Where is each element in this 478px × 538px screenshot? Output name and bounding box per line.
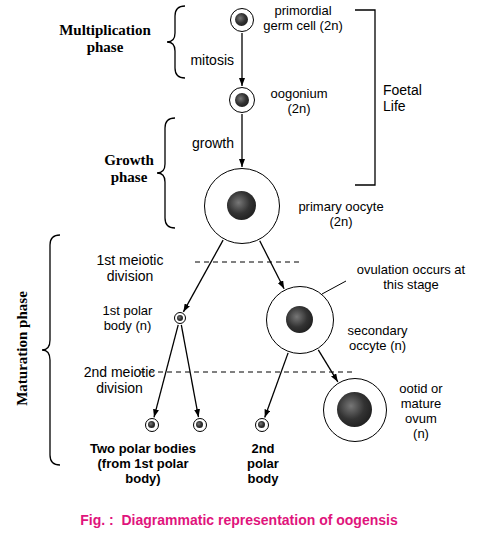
cell-circle: oogonium (2n) bbox=[229, 87, 255, 113]
cell-nucleus bbox=[235, 93, 249, 107]
figure-caption: Fig. : Diagrammatic representation of oo… bbox=[0, 512, 478, 528]
arrow-connector bbox=[241, 33, 242, 86]
edge-label: mitosis bbox=[170, 52, 234, 68]
cell-label: 1st polar body (n) bbox=[95, 303, 160, 333]
arrow-connector bbox=[183, 240, 223, 312]
period-label: Foetal Life bbox=[383, 82, 428, 114]
cell-nucleus bbox=[177, 315, 183, 321]
cell-label: secondary occyte (n) bbox=[345, 323, 410, 353]
maturation-brace bbox=[42, 235, 60, 465]
cell-nucleus bbox=[227, 191, 256, 220]
arrow-connector bbox=[318, 350, 338, 382]
cell-label: ootid or mature ovum (n) bbox=[396, 381, 446, 441]
cell-nucleus bbox=[196, 421, 203, 428]
cell-circle: primary oocyte (2n) bbox=[204, 168, 280, 244]
edge-label: growth bbox=[170, 135, 234, 151]
arrow-connector bbox=[181, 325, 198, 417]
arrow-connector bbox=[241, 114, 242, 167]
meiosis-divider bbox=[195, 262, 300, 263]
leader-line bbox=[322, 281, 346, 294]
cell-label: oogonium (2n) bbox=[264, 86, 334, 116]
cell-nucleus bbox=[286, 306, 313, 333]
cell-circle: primordial germ cell (2n) bbox=[230, 8, 254, 32]
arrow-connector bbox=[154, 325, 178, 418]
cell-circle: secondary occyte (n) bbox=[266, 286, 334, 354]
cell-label: primordial germ cell (2n) bbox=[263, 3, 343, 33]
cell-nucleus bbox=[235, 13, 248, 26]
cell-nucleus bbox=[337, 392, 372, 427]
arrow-connector bbox=[260, 241, 284, 289]
cell-label: primary oocyte (2n) bbox=[291, 199, 391, 229]
arrow-connector bbox=[265, 353, 288, 418]
multiplication-brace bbox=[167, 6, 185, 78]
foetal-bracket bbox=[355, 10, 375, 185]
growth-brace bbox=[157, 118, 175, 228]
phase-label: Multiplication phase bbox=[45, 22, 165, 56]
division-label: 1st meiotic division bbox=[75, 252, 185, 284]
cell-circle bbox=[193, 418, 207, 432]
cell-circle: 1st polar body (n) bbox=[174, 312, 186, 324]
cell-nucleus bbox=[148, 421, 155, 428]
meiosis-divider bbox=[140, 372, 355, 373]
cell-circle: ootid or mature ovum (n) bbox=[323, 378, 387, 442]
cell-label: 2nd polar body bbox=[243, 441, 283, 486]
cell-circle: Two polar bodies (from 1st polar body) bbox=[145, 418, 159, 432]
cell-nucleus bbox=[258, 421, 265, 428]
division-label: 2nd meiotic division bbox=[72, 364, 167, 396]
phase-label: Maturation phase bbox=[14, 234, 31, 464]
phase-label: Growth phase bbox=[98, 152, 160, 186]
cell-circle: 2nd polar body bbox=[255, 418, 269, 432]
cell-label: Two polar bodies (from 1st polar body) bbox=[88, 441, 198, 486]
callout-note: ovulation occurs at this stage bbox=[346, 262, 476, 292]
